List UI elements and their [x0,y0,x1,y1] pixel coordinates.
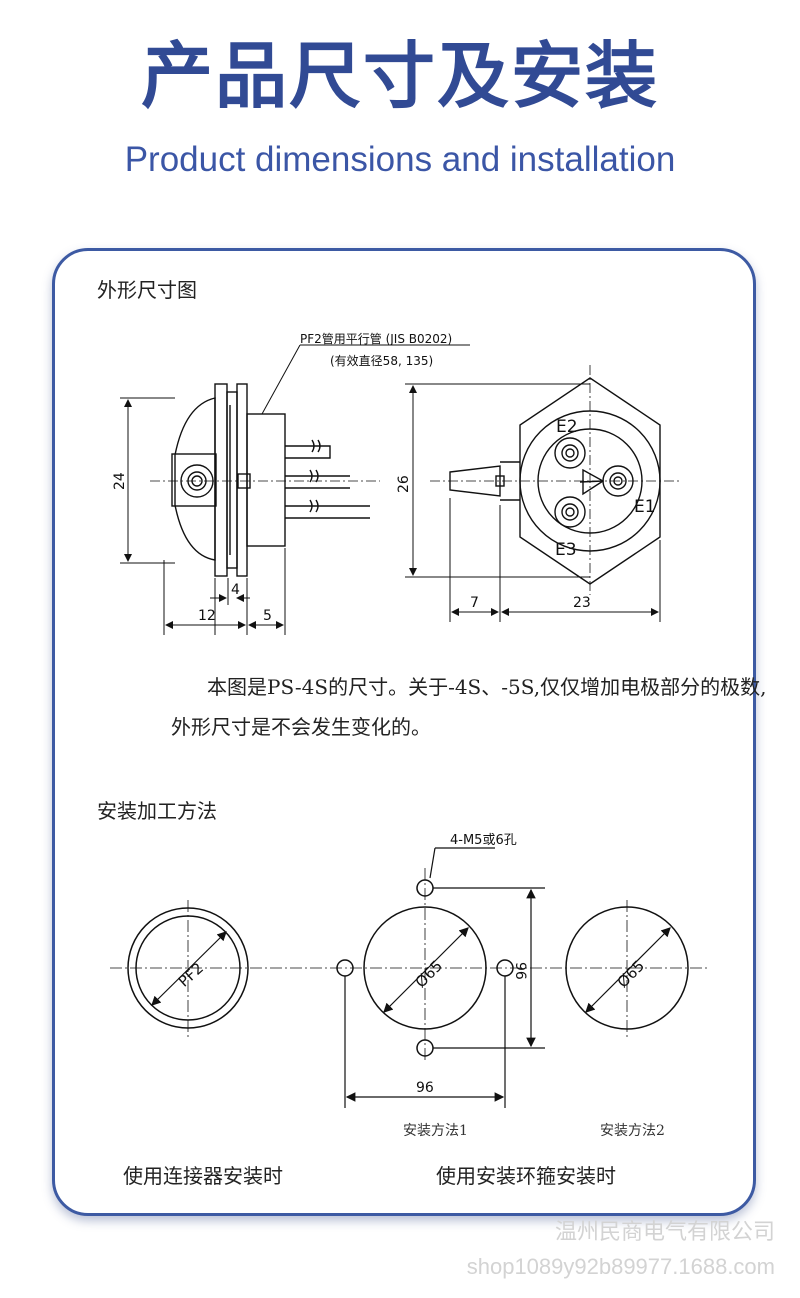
dim-12: 12 [198,608,216,624]
dim-23: 23 [573,595,591,611]
callout-text-2: (有效直径58, 135) [330,353,433,368]
mount-hole-65-right [565,906,689,1030]
pf2-label: PF2 [175,959,207,991]
section-label-dimensions: 外形尺寸图 [97,278,197,302]
threaded-body [246,413,286,547]
dim-7: 7 [470,595,479,611]
mount-hole-65 [363,906,487,1030]
method-1-caption: 安装方法1 [403,1123,468,1139]
label-e1: E1 [634,497,656,517]
side-nozzle [449,465,501,497]
dim-24: 24 [112,472,128,490]
description-line-2: 外形尺寸是不会发生变化的。 [171,715,431,739]
dim-5: 5 [263,608,272,624]
dim-96-vertical: 96 [512,962,528,980]
watermark-company: 温州民商电气有限公司 [554,1220,775,1245]
watermark-shop-url: shop1089y92b89977.1688.com [466,1254,775,1279]
page-subtitle: Product dimensions and installation [124,140,676,179]
label-e3: E3 [555,540,577,560]
description-line-1: 本图是PS-4S的尺寸。关于-4S、-5S,仅仅增加电极部分的极数, [207,675,767,699]
dim-4: 4 [231,582,240,598]
pf2-outer-circle [127,907,249,1029]
callout-text-1: PF2管用平行管 (JIS B0202) [300,331,452,346]
phi65-label-right: Ø65 [614,957,649,992]
caption-connector: 使用连接器安装时 [123,1164,283,1188]
page-title: 产品尺寸及安装 [140,34,659,118]
dim-96-horizontal: 96 [416,1080,434,1096]
dim-26: 26 [396,475,412,493]
label-e2: E2 [556,417,578,437]
phi65-label: Ø65 [412,957,447,992]
hole-note: 4-M5或6孔 [450,833,517,848]
section-label-installation: 安装加工方法 [97,799,217,823]
caption-clamp-ring: 使用安装环箍安装时 [436,1164,616,1188]
drawing-panel [52,248,756,1216]
hex-outline [519,377,661,585]
method-2-caption: 安装方法2 [600,1123,665,1139]
flange-left [214,383,228,577]
